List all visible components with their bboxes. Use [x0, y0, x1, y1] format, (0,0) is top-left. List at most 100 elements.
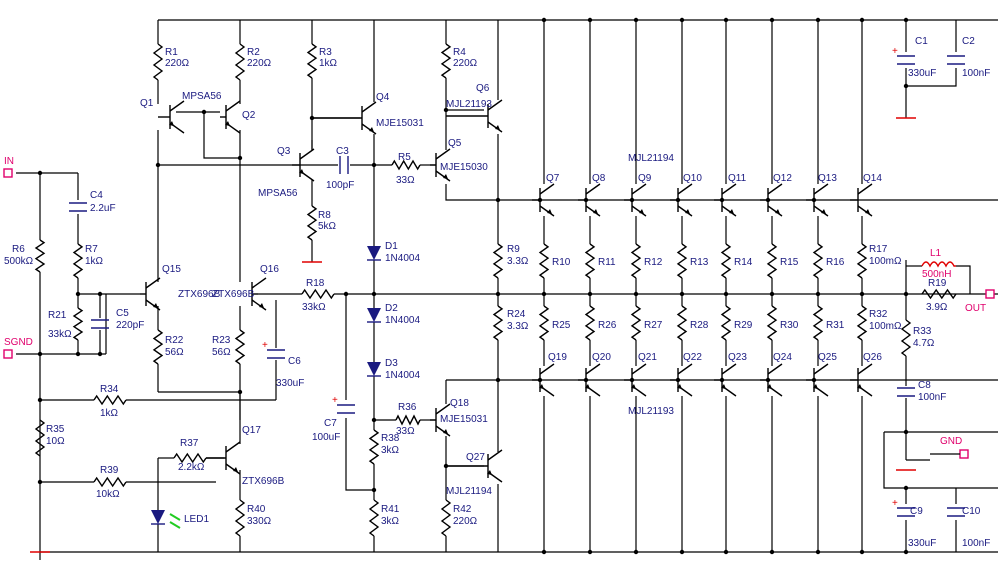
q20-transistor-glyph-arrow [585, 384, 590, 389]
q10-transistor-glyph-arrow [685, 209, 690, 214]
r41-name: R41 [381, 504, 400, 515]
r27-name: R27 [644, 320, 663, 331]
r15-resistor-glyph [766, 243, 778, 279]
r1-resistor-glyph [152, 43, 164, 81]
q22-name: Q22 [683, 352, 702, 363]
r28-name: R28 [690, 320, 709, 331]
c4-value: 2.2uF [90, 203, 116, 214]
q6-name: Q6 [476, 83, 490, 94]
q10-name: Q10 [683, 173, 702, 184]
d3-diode-glyph [367, 362, 381, 376]
q27-transistor-glyph-leads [487, 449, 503, 483]
d2-diode-glyph [367, 308, 381, 322]
q11-transistor-glyph-arrow [729, 209, 734, 214]
r31-name: R31 [826, 320, 845, 331]
q9-transistor-glyph-arrow [639, 209, 644, 214]
q25-transistor-glyph-arrow [813, 384, 818, 389]
r25-name: R25 [552, 320, 571, 331]
q9-name: Q9 [638, 173, 652, 184]
r2-name: R2 [247, 47, 260, 58]
c10-value: 100nF [962, 538, 990, 549]
c1-capacitor-glyph [897, 55, 915, 65]
r36-name: R36 [398, 402, 417, 413]
r3-name: R3 [319, 47, 332, 58]
d2-name: D2 [385, 303, 398, 314]
q1-name: Q1 [140, 98, 154, 109]
r42-name: R42 [453, 504, 472, 515]
port-sgnd-label: SGND [4, 337, 33, 348]
led1-glyph [151, 510, 165, 524]
q9-transistor-glyph-leads [631, 183, 647, 217]
r4-name: R4 [453, 47, 466, 58]
r17-name: R17 [869, 244, 888, 255]
wires [16, 19, 998, 560]
port-out-label: OUT [965, 303, 986, 314]
r34-value: 1kΩ [100, 408, 119, 419]
r1-name: R1 [165, 47, 178, 58]
q1-transistor-glyph-leads [169, 100, 185, 134]
r5-name: R5 [398, 152, 411, 163]
part-label-mje15031-b: MJE15031 [440, 414, 488, 425]
ports: IN SGND OUT GND [3, 156, 995, 459]
r25-resistor-glyph [538, 305, 550, 341]
q23-transistor-glyph-arrow [721, 384, 726, 389]
c7-name: C7 [324, 418, 337, 429]
r30-resistor-glyph [766, 305, 778, 341]
r11-name: R11 [598, 257, 616, 268]
r21-value: 33kΩ [48, 329, 72, 340]
c6-value: 330uF [276, 378, 304, 389]
d3-value: 1N4004 [385, 370, 420, 381]
r18-value: 33kΩ [302, 302, 326, 313]
r17-value: 100mΩ [869, 256, 902, 267]
c5-name: C5 [116, 308, 129, 319]
q7-transistor-glyph-leads [539, 183, 555, 217]
r27-resistor-glyph [630, 305, 642, 341]
c6-capacitor-glyph [267, 349, 285, 359]
q18-transistor-glyph-leads [435, 403, 451, 437]
r14-name: R14 [734, 257, 753, 268]
r14-resistor-glyph [720, 243, 732, 279]
q15-name: Q15 [162, 264, 181, 275]
r9-name: R9 [507, 244, 520, 255]
q3-transistor-glyph-arrow [299, 169, 304, 174]
r5-resistor-glyph [391, 159, 421, 171]
l1-inductor-glyph [921, 261, 956, 268]
r21-resistor-glyph [72, 307, 84, 341]
port-in-label: IN [4, 156, 14, 167]
r35-resistor-glyph [34, 419, 46, 457]
r26-resistor-glyph [584, 305, 596, 341]
q13-name: Q13 [818, 173, 837, 184]
q14-name: Q14 [863, 173, 882, 184]
r42-resistor-glyph [440, 499, 452, 537]
r9-value: 3.3Ω [507, 256, 529, 267]
q11-transistor-glyph-leads [721, 183, 737, 217]
r36-resistor-glyph [395, 414, 421, 426]
r33-value: 4.7Ω [913, 338, 935, 349]
part-label-mjl21194-a: MJL21194 [628, 153, 674, 164]
part-label-mje15031-a: MJE15031 [376, 118, 424, 129]
r8-resistor-glyph [306, 205, 318, 241]
q18-transistor-glyph-arrow [443, 429, 448, 434]
r7-value: 1kΩ [85, 256, 104, 267]
c9-value: 330uF [908, 538, 936, 549]
r17-resistor-glyph [856, 243, 868, 279]
c9-capacitor-glyph-plus: + [892, 498, 898, 509]
q4-name: Q4 [376, 92, 390, 103]
c2-name: C2 [962, 36, 975, 47]
q6-transistor-glyph-leads [487, 99, 503, 133]
q7-transistor-glyph-arrow [547, 209, 552, 214]
q16-name: Q16 [260, 264, 279, 275]
q17-transistor-glyph-arrow [233, 467, 238, 472]
q23-name: Q23 [728, 352, 747, 363]
ground-symbols [30, 117, 916, 553]
c8-capacitor-glyph [897, 387, 915, 397]
q27-transistor-glyph-arrow [487, 470, 492, 475]
q8-name: Q8 [592, 173, 606, 184]
r39-value: 10kΩ [96, 489, 120, 500]
r18-name: R18 [306, 278, 325, 289]
r33-resistor-glyph [900, 319, 912, 357]
c3-capacitor-glyph [339, 156, 349, 174]
q27-name: Q27 [466, 452, 485, 463]
q15-transistor-glyph-leads [145, 277, 161, 311]
